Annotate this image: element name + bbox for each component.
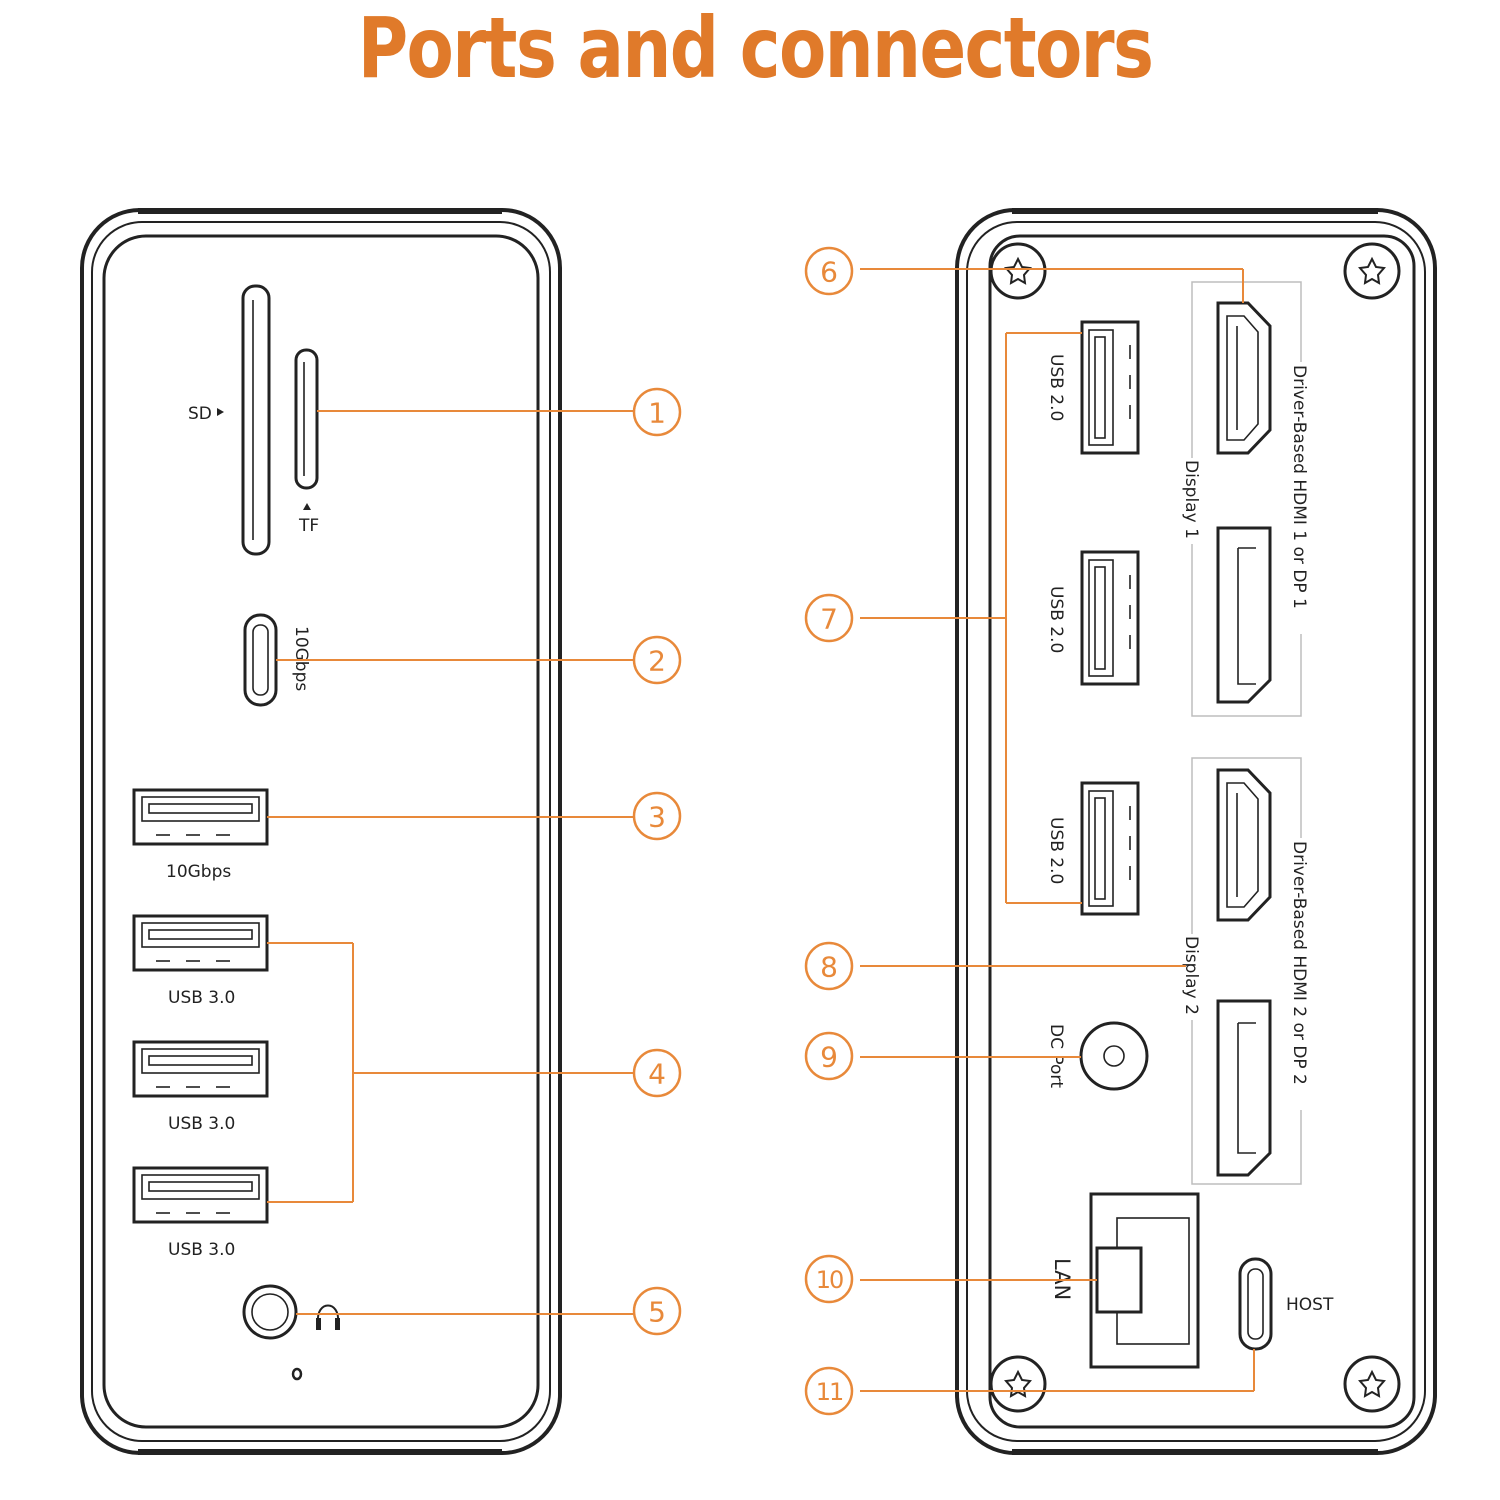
- callout-5: 5: [632, 1286, 682, 1336]
- display-1-label: Display 1: [1181, 460, 1201, 539]
- callout-leaders: [267, 268, 1255, 1392]
- usb-c-speed-label: 10Gbps: [291, 626, 311, 691]
- svg-text:1: 1: [648, 397, 666, 430]
- usb-3-label-2: USB 3.0: [168, 1114, 235, 1134]
- screw-icon: [989, 242, 1047, 300]
- lan-port[interactable]: [1089, 1192, 1200, 1369]
- dc-power-port[interactable]: [1079, 1021, 1149, 1091]
- display-1-desc-bg: [1290, 362, 1314, 634]
- callout-2: 2: [632, 635, 682, 685]
- callout-10: 10: [804, 1254, 854, 1304]
- callout-9: 9: [804, 1031, 854, 1081]
- displayport-2[interactable]: [1216, 999, 1272, 1177]
- sd-label: SD: [188, 404, 212, 424]
- usb-3-port-1[interactable]: [132, 914, 269, 972]
- host-label: HOST: [1286, 1295, 1334, 1315]
- usb-a-port-10gbps[interactable]: [132, 788, 269, 846]
- svg-text:7: 7: [820, 603, 838, 636]
- callout-7: 7: [804, 593, 854, 643]
- page-title: Ports and connectors: [357, 0, 1154, 97]
- hdmi-port-1[interactable]: [1216, 301, 1272, 455]
- host-usb-c-port[interactable]: [1238, 1257, 1273, 1351]
- usb-3-port-2[interactable]: [132, 1040, 269, 1098]
- display-2-label: Display 2: [1181, 936, 1201, 1015]
- hdmi-port-2[interactable]: [1216, 768, 1272, 922]
- usb-2-label-3: USB 2.0: [1046, 817, 1066, 884]
- usb-2-label-1: USB 2.0: [1046, 354, 1066, 421]
- callout-3: 3: [632, 791, 682, 841]
- display-1-label-bg: [1180, 458, 1204, 544]
- usb-3-label-1: USB 3.0: [168, 988, 235, 1008]
- callout-1: 1: [632, 387, 682, 437]
- svg-text:4: 4: [648, 1058, 666, 1091]
- display-1-desc: Driver-Based HDMI 1 or DP 1: [1289, 365, 1309, 609]
- rear-panel: [955, 208, 1437, 1455]
- screw-icon: [1343, 242, 1401, 300]
- usb-2-port-1[interactable]: [1080, 320, 1140, 455]
- front-panel: [80, 208, 562, 1455]
- headset-icon: [316, 1304, 340, 1330]
- tf-card-slot[interactable]: [294, 348, 319, 490]
- svg-text:3: 3: [648, 801, 666, 834]
- svg-text:6: 6: [820, 256, 838, 289]
- display-2-desc: Driver-Based HDMI 2 or DP 2: [1289, 841, 1309, 1085]
- tf-arrow-icon: [303, 503, 311, 510]
- screw-icon: [1343, 1355, 1401, 1413]
- audio-jack[interactable]: [242, 1284, 298, 1340]
- svg-text:2: 2: [648, 645, 666, 678]
- tf-label: TF: [298, 516, 319, 536]
- display-2-desc-bg: [1290, 838, 1314, 1110]
- svg-text:9: 9: [820, 1041, 838, 1074]
- usb-2-port-3[interactable]: [1080, 781, 1140, 916]
- mic-icon: [291, 1367, 303, 1381]
- screw-icon: [989, 1355, 1047, 1413]
- display-2-label-bg: [1180, 934, 1204, 1020]
- sd-card-slot[interactable]: [241, 284, 271, 556]
- displayport-1[interactable]: [1216, 526, 1272, 704]
- usb-2-port-2[interactable]: [1080, 550, 1140, 686]
- usb-3-port-3[interactable]: [132, 1166, 269, 1224]
- usb-c-port[interactable]: [243, 613, 278, 707]
- callout-11: 11: [804, 1366, 854, 1416]
- svg-text:11: 11: [816, 1378, 843, 1406]
- callout-4: 4: [632, 1048, 682, 1098]
- usb-3-label-3: USB 3.0: [168, 1240, 235, 1260]
- callout-6: 6: [804, 246, 854, 296]
- sd-arrow-icon: [217, 408, 224, 416]
- usb-2-label-2: USB 2.0: [1046, 586, 1066, 653]
- usb-a-speed-label: 10Gbps: [166, 862, 231, 882]
- callout-8: 8: [804, 941, 854, 991]
- svg-text:8: 8: [820, 951, 838, 984]
- svg-text:10: 10: [816, 1266, 843, 1294]
- svg-text:5: 5: [648, 1296, 666, 1329]
